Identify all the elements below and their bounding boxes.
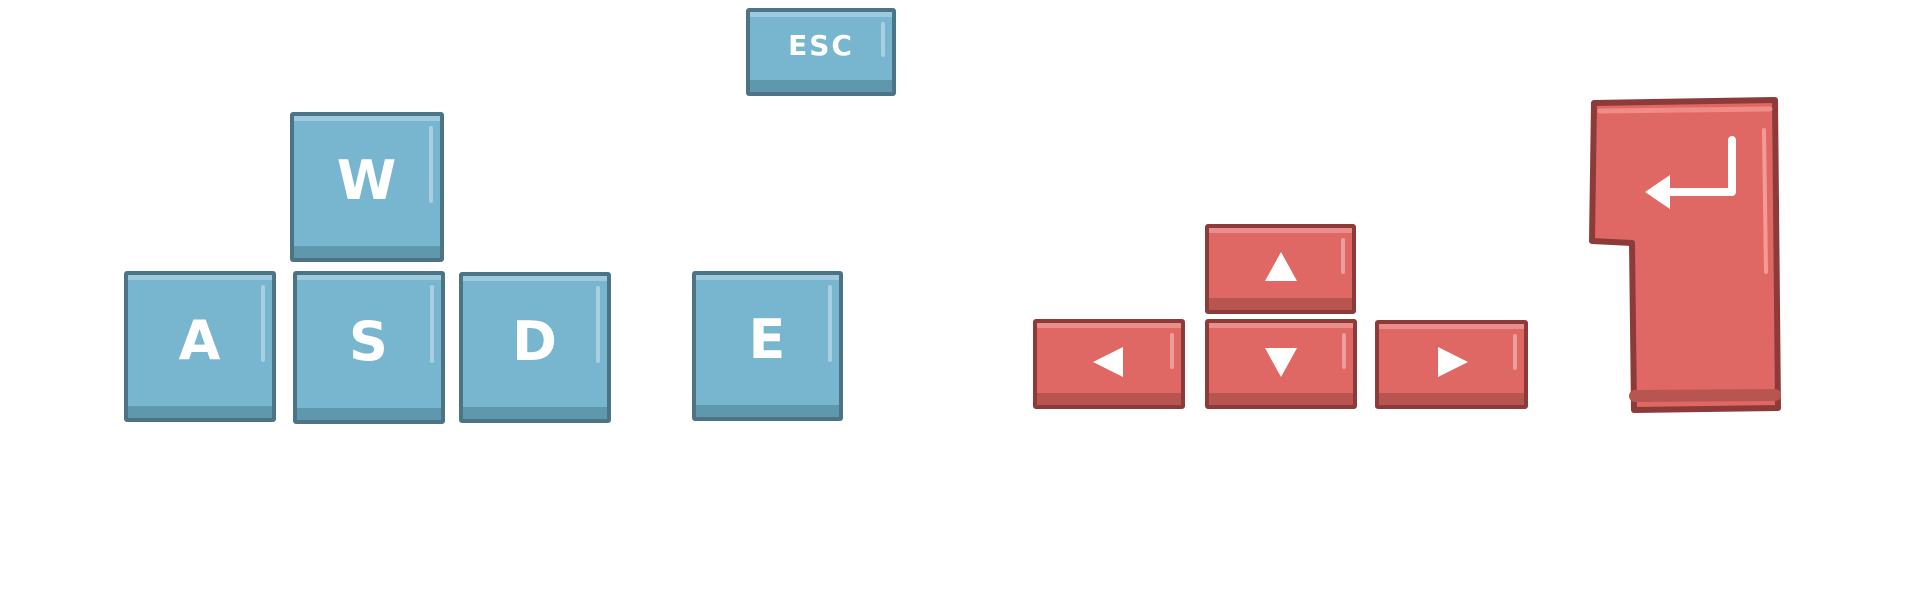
arrow-left-icon bbox=[1093, 346, 1123, 377]
enter-key-shape bbox=[1589, 97, 1781, 413]
arrow-down-icon bbox=[1265, 347, 1297, 377]
esc-key[interactable]: ESC bbox=[746, 8, 896, 96]
s-key[interactable]: S bbox=[293, 271, 445, 424]
down-arrow-key[interactable] bbox=[1205, 319, 1357, 409]
enter-return-icon bbox=[1645, 136, 1736, 209]
a-key-label: A bbox=[178, 308, 222, 372]
w-key[interactable]: W bbox=[290, 112, 444, 262]
right-arrow-key[interactable] bbox=[1375, 320, 1528, 409]
enter-key[interactable] bbox=[1588, 96, 1782, 414]
e-key[interactable]: E bbox=[692, 271, 843, 421]
e-key-label: E bbox=[748, 308, 787, 372]
left-arrow-key[interactable] bbox=[1033, 319, 1185, 409]
arrow-up-icon bbox=[1264, 251, 1297, 281]
a-key[interactable]: A bbox=[124, 271, 276, 422]
s-key-label: S bbox=[349, 309, 389, 373]
d-key[interactable]: D bbox=[459, 272, 611, 423]
up-arrow-key[interactable] bbox=[1205, 224, 1356, 314]
arrow-right-icon bbox=[1437, 347, 1468, 378]
w-key-label: W bbox=[336, 149, 398, 213]
d-key-label: D bbox=[512, 309, 558, 373]
esc-key-label: ESC bbox=[788, 29, 854, 63]
